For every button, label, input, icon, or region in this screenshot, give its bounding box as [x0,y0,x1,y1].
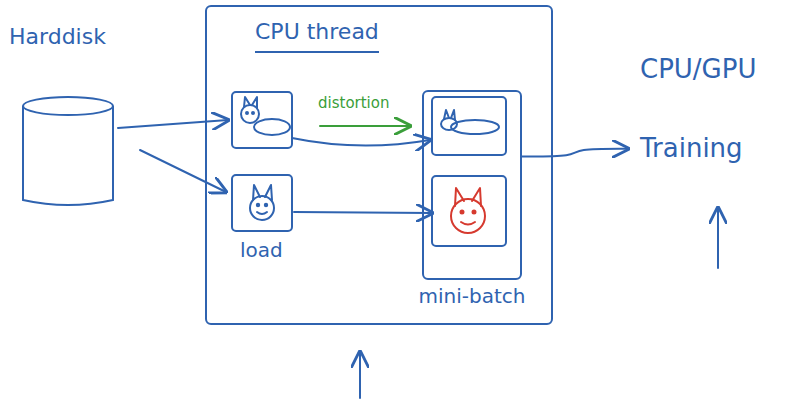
disk-top [23,97,113,115]
loaded-image [232,175,292,231]
cpu-thread-box: mini-batch CPU thread [205,5,553,325]
batch-arrow [292,138,430,146]
flow-arrow [522,149,628,157]
node-heading: CPU thread [255,19,379,53]
recolored-image [432,176,506,246]
node-heading: mini-batch [419,284,526,308]
distorted-image [432,97,506,155]
pointer-arrow [717,208,719,268]
batch-arrow [294,212,432,213]
disk-outline [20,92,120,210]
load-arrow [140,150,226,192]
distortion-label: distortion [318,94,389,112]
training-device: CPU/GPU Training [628,50,803,190]
disk-body [23,106,113,205]
load-arrow [118,120,228,128]
node-heading: Harddisk [5,24,151,50]
distortion-arrow [320,125,410,127]
loaded-image [232,92,292,148]
disk-cylinder: Harddisk [5,20,151,215]
load-label: load [240,238,283,262]
mini-batch-box: mini-batch [422,90,522,280]
node-text: Training [628,133,803,164]
pointer-arrow [359,352,361,398]
node-heading: CPU/GPU [628,54,803,85]
